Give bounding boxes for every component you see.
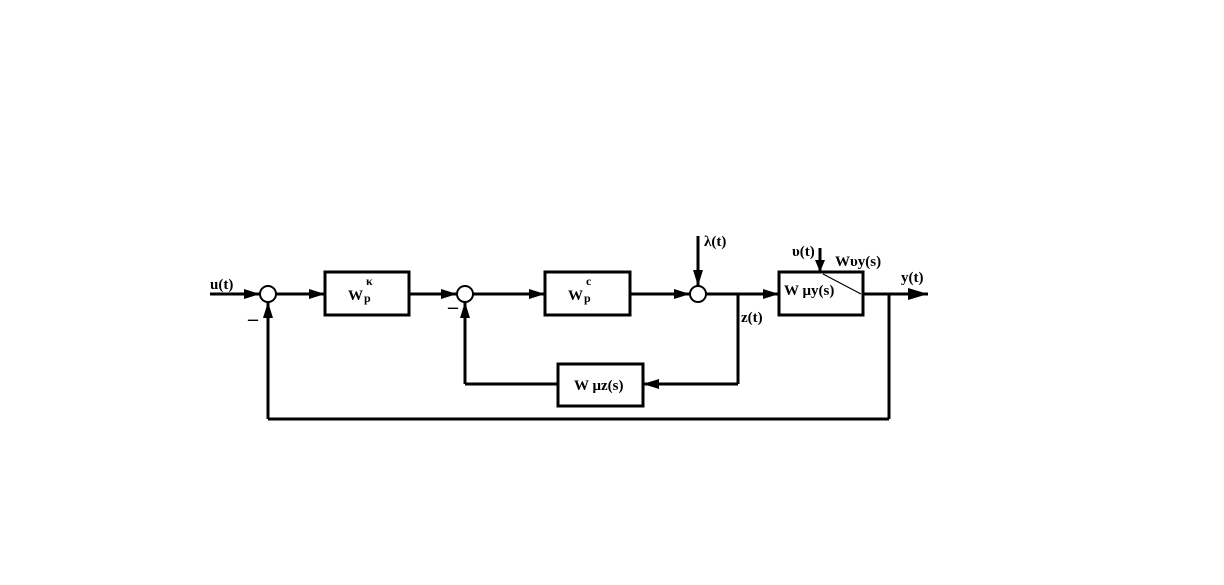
output-arrow — [908, 288, 928, 300]
disturbance-tf-label: Wυy(s) — [835, 254, 881, 270]
input-arrow — [244, 289, 260, 299]
summing-junction-outer — [259, 285, 277, 303]
inner-minus-sign: – — [447, 296, 459, 318]
summing-junction-lambda — [689, 285, 707, 303]
summing-junction-inner — [456, 285, 474, 303]
arrow-to-sum3 — [674, 289, 690, 299]
regulator-c-sub: p — [584, 291, 591, 305]
arrow-to-wmuz — [643, 379, 659, 389]
arrow-up-sum2 — [460, 302, 470, 318]
arrow-to-sum2 — [441, 289, 457, 299]
z-label: z(t) — [741, 310, 763, 326]
outer-minus-sign: – — [247, 308, 259, 330]
regulator-c-base: W — [568, 288, 583, 304]
feedback-muz-label: W μz(s) — [574, 378, 623, 394]
plant-label: W μy(s) — [784, 283, 834, 299]
feedback-muz-block — [556, 362, 645, 408]
lambda-arrow — [693, 270, 703, 286]
regulator-c-sup: c — [586, 274, 592, 288]
input-label: u(t) — [210, 277, 233, 293]
arrow-to-wpc — [529, 289, 545, 299]
output-label: y(t) — [901, 270, 924, 286]
regulator-k-base: W — [348, 288, 363, 304]
arrow-up-sum1 — [263, 302, 273, 318]
upsilon-label: υ(t) — [792, 244, 815, 260]
lambda-label: λ(t) — [704, 234, 726, 250]
upsilon-arrow — [815, 260, 825, 272]
regulator-k-sup: κ — [366, 274, 373, 288]
arrow-to-wpk — [309, 289, 325, 299]
plant-diagonal — [822, 273, 862, 295]
arrow-to-plant — [763, 289, 779, 299]
regulator-k-sub: p — [364, 291, 371, 305]
